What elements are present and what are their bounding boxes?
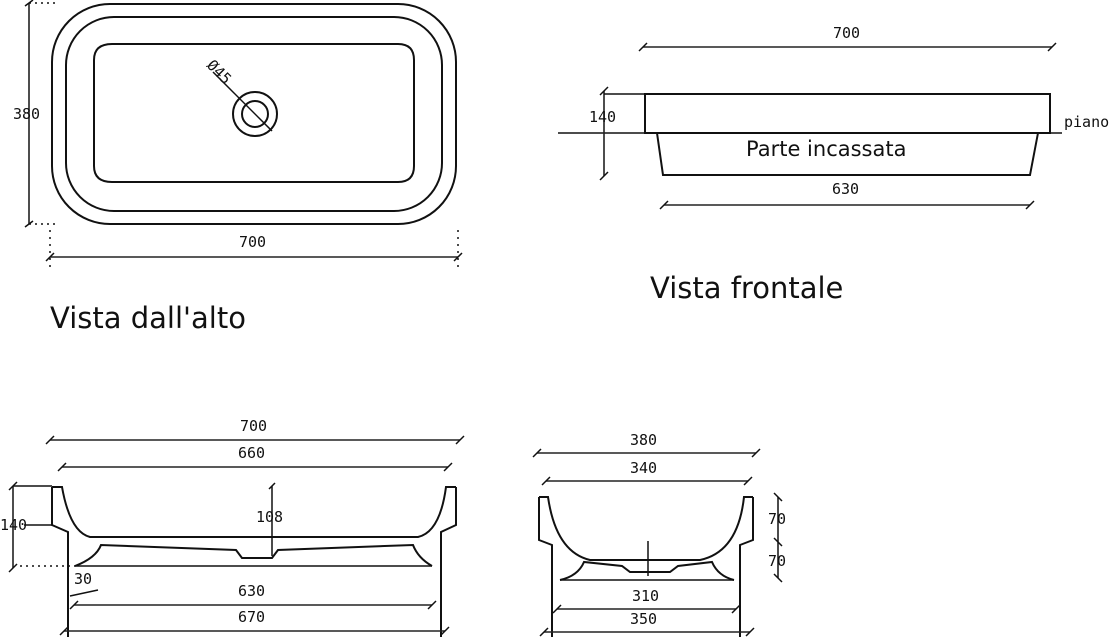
long-outer-tick-right	[455, 435, 465, 445]
long-inner-tick-right	[443, 462, 453, 472]
bowl-underside-outline	[74, 543, 433, 567]
recessed-part-label: Parte incassata	[746, 137, 906, 161]
long-foot-width-label: 670	[238, 608, 265, 626]
basin-outer-outline	[51, 3, 457, 225]
front-height-dim-label: 140	[589, 108, 616, 126]
width-dim-label: 700	[239, 233, 266, 251]
long-base-tick-right	[427, 600, 437, 610]
short-base-tick-right	[731, 604, 741, 614]
section-long: 700 660 140 108 30 630 670	[0, 417, 465, 637]
offset-leader	[69, 589, 99, 597]
front-view: piano Parte incassata 700 140 630 Vista …	[558, 24, 1109, 305]
top-view: Ø45 380 700 Vista dall'alto	[13, 0, 463, 335]
short-bowl-underside-outline	[559, 560, 735, 581]
section-long-right-wall	[440, 487, 457, 637]
long-inner-width-label: 660	[238, 444, 265, 462]
height-dim-label: 380	[13, 105, 40, 123]
short-inner-tick-right	[743, 476, 753, 486]
top-width-tick-right	[1047, 42, 1057, 52]
bowl-section-outline	[52, 486, 456, 538]
drain-depth-tick	[268, 482, 276, 490]
short-lower-height-label: 70	[768, 552, 786, 570]
basin-rim-outline	[65, 16, 443, 212]
short-upper-height-label: 70	[768, 510, 786, 528]
long-base-tick-left	[69, 600, 79, 610]
short-base-width-label: 310	[632, 587, 659, 605]
drain-leader-line	[212, 71, 273, 132]
long-foot-tick-left	[59, 626, 69, 636]
top-width-tick-left	[638, 42, 648, 52]
long-inner-tick-left	[57, 462, 67, 472]
bottom-width-tick-left	[659, 200, 669, 210]
drain-diameter-label: Ø45	[203, 56, 235, 88]
bottom-width-dim-label: 630	[832, 180, 859, 198]
width-dim-tick-left	[45, 252, 55, 262]
rim-outline	[644, 93, 1051, 134]
short-base-tick-left	[552, 604, 562, 614]
long-height-label: 140	[0, 516, 27, 534]
drain-outer-circle	[232, 91, 278, 137]
width-dim-tick-right	[453, 252, 463, 262]
long-foot-tick-right	[440, 626, 450, 636]
recessed-part-outline	[656, 132, 1039, 176]
section-short-right-wall	[739, 497, 754, 637]
short-foot-width-label: 350	[630, 610, 657, 628]
section-short: 380 340 70 70 310 350	[532, 431, 786, 637]
short-bowl-section-outline	[539, 496, 753, 561]
short-outer-width-label: 380	[630, 431, 657, 449]
long-base-width-label: 630	[238, 582, 265, 600]
drain-inner-circle	[241, 100, 269, 128]
bottom-width-tick-right	[1025, 200, 1035, 210]
bowl-inner-outline	[93, 43, 415, 183]
section-short-left-wall	[538, 497, 553, 637]
long-height-tick-bottom	[8, 563, 18, 573]
front-height-tick-bottom	[599, 171, 609, 181]
short-foot-tick-right	[745, 627, 755, 637]
front-view-title: Vista frontale	[650, 271, 843, 305]
short-outer-tick-right	[751, 448, 761, 458]
long-outer-width-label: 700	[240, 417, 267, 435]
countertop-label: piano	[1064, 113, 1109, 131]
short-inner-tick-left	[541, 476, 551, 486]
top-width-dim-label: 700	[833, 24, 860, 42]
short-foot-tick-left	[539, 627, 549, 637]
section-long-left-wall	[51, 487, 69, 637]
short-outer-tick-left	[532, 448, 542, 458]
top-view-title: Vista dall'alto	[50, 301, 246, 335]
front-height-tick-top	[599, 86, 609, 96]
drain-depth-label: 108	[256, 508, 283, 526]
long-outer-tick-left	[45, 435, 55, 445]
short-inner-width-label: 340	[630, 459, 657, 477]
offset-dim-label: 30	[74, 570, 92, 588]
